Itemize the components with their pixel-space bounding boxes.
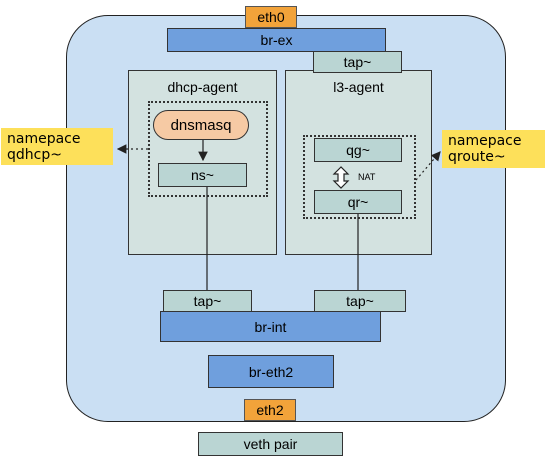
dhcp-tap-port: tap~ [163, 290, 252, 312]
l3-tap-label: tap~ [346, 293, 374, 309]
qdhcp-namespace-callout: namepace qdhcp~ [1, 128, 113, 165]
dnsmasq-process: dnsmasq [153, 110, 249, 140]
ns-label: ns~ [191, 167, 214, 183]
br-ex-label: br-ex [260, 32, 293, 48]
br-eth2-bridge: br-eth2 [208, 355, 334, 388]
qg-port: qg~ [314, 138, 402, 162]
qg-label: qg~ [346, 142, 370, 158]
eth2-label: eth2 [256, 402, 284, 418]
qdhcp-callout-line1: namepace [7, 131, 81, 147]
qdhcp-namespace-region [148, 101, 268, 197]
nat-double-arrow-icon [332, 166, 350, 189]
nat-label: NAT [358, 172, 376, 182]
br-ex-tap-port: tap~ [313, 51, 402, 73]
qroute-namespace-callout: namepace qroute~ [442, 130, 545, 168]
eth0-interface: eth0 [245, 6, 297, 28]
dnsmasq-label: dnsmasq [170, 116, 232, 134]
qr-label: qr~ [347, 194, 369, 210]
eth0-label: eth0 [257, 9, 285, 25]
br-int-bridge: br-int [160, 311, 381, 342]
ns-port: ns~ [158, 163, 247, 187]
qdhcp-callout-line2: qdhcp~ [7, 147, 62, 163]
dhcp-tap-label: tap~ [193, 293, 222, 309]
qroute-callout-line [415, 151, 441, 181]
qroute-callout-line2: qroute~ [448, 149, 506, 165]
veth-pair-legend: veth pair [198, 432, 343, 456]
qroute-callout-line1: namepace [448, 133, 522, 149]
br-ex-tap-label: tap~ [343, 54, 372, 70]
br-int-label: br-int [254, 318, 287, 335]
qroute-namespace-region [303, 135, 416, 219]
eth2-interface: eth2 [244, 399, 296, 421]
veth-pair-label: veth pair [243, 436, 298, 452]
dhcp-agent-title: dhcp-agent [167, 79, 238, 95]
l3-tap-port: tap~ [314, 290, 406, 312]
l3-agent-title: l3-agent [333, 79, 384, 95]
br-ex-bridge: br-ex [167, 28, 386, 52]
qr-port: qr~ [314, 190, 402, 214]
br-eth2-label: br-eth2 [248, 363, 294, 380]
dhcp-agent-box: dhcp-agent [128, 70, 277, 255]
